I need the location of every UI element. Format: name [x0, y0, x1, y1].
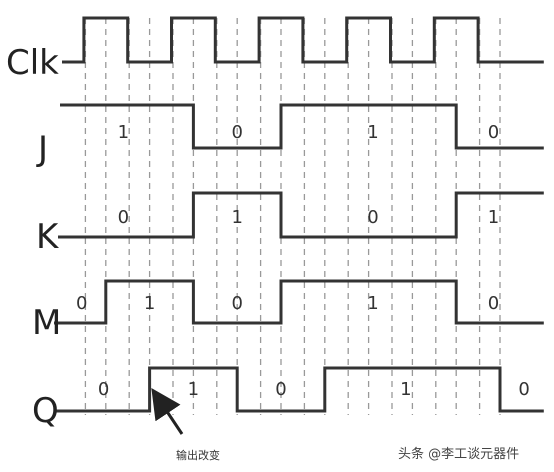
waveform-k — [62, 191, 544, 239]
bit-value-q: 0 — [275, 379, 286, 400]
bit-value-q: 0 — [98, 379, 109, 400]
bit-value-m: 0 — [488, 293, 499, 314]
waveform-q — [62, 366, 544, 413]
bit-value-k: 0 — [367, 207, 378, 228]
bit-value-q: 1 — [188, 379, 199, 400]
signal-label-m: M — [32, 303, 61, 343]
bit-values: 1 0 1 0 0 1 0 1 0 1 0 1 0 0 1 0 1 0 — [76, 122, 530, 400]
bit-value-k: 1 — [231, 207, 242, 228]
bit-value-k: 0 — [118, 207, 129, 228]
output-change-annotation: 输出改变 — [176, 448, 220, 462]
waveform-clk — [62, 16, 544, 64]
waveforms — [54, 16, 544, 413]
bit-value-k: 1 — [488, 207, 499, 228]
waveform-m — [62, 279, 544, 325]
clock-edge-guides — [84, 18, 501, 415]
bit-value-j: 0 — [231, 122, 242, 143]
bit-value-m: 1 — [144, 293, 155, 314]
bit-value-m: 0 — [231, 293, 242, 314]
bit-value-m: 0 — [76, 293, 87, 314]
signal-label-k: K — [36, 217, 60, 257]
bit-value-q: 0 — [518, 379, 529, 400]
bit-value-j: 0 — [488, 122, 499, 143]
bit-value-q: 1 — [400, 379, 411, 400]
annotation-arrow — [151, 388, 184, 435]
signal-label-q: Q — [32, 391, 59, 431]
signal-label-j: J — [36, 129, 48, 169]
bit-value-m: 1 — [367, 293, 378, 314]
bit-value-j: 1 — [367, 122, 378, 143]
signal-label-clk: Clk — [6, 43, 59, 83]
bit-value-j: 1 — [118, 122, 129, 143]
waveform-j — [62, 103, 544, 150]
watermark: 头条 @李工谈元器件 — [398, 446, 519, 462]
